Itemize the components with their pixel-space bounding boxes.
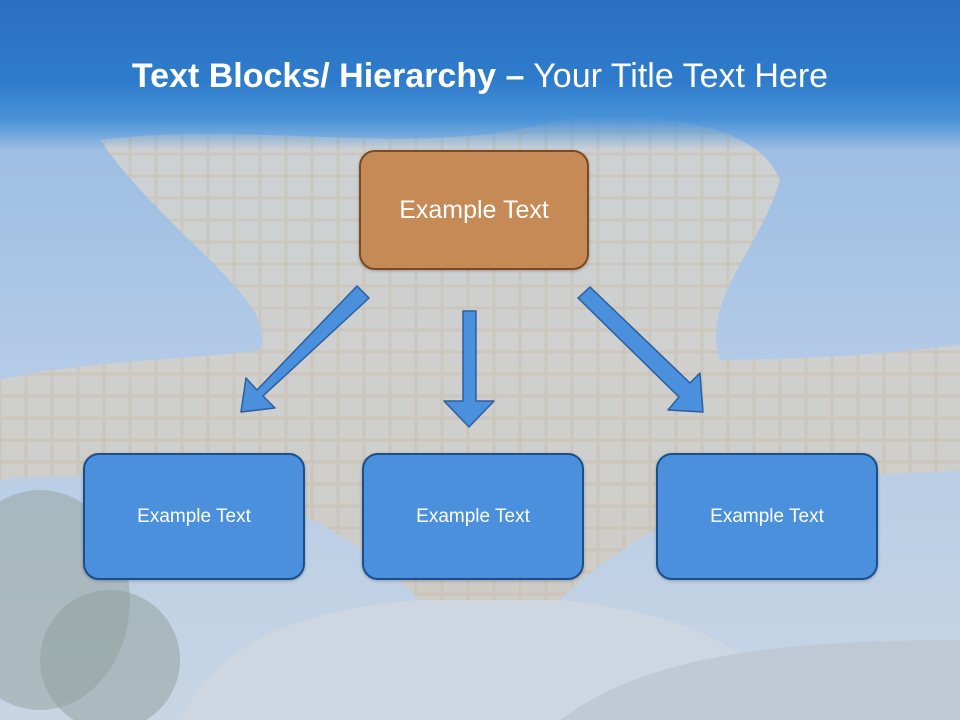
child-node[interactable]: Example Text [656,453,878,580]
title-separator: – [505,57,525,95]
child-node-label: Example Text [416,505,530,527]
child-node[interactable]: Example Text [362,453,584,580]
arrow-down-right-icon [577,286,704,413]
child-node-label: Example Text [137,505,251,527]
title-bar [0,0,960,150]
title-bold-text: Text Blocks/ Hierarchy [131,57,497,95]
arrow-down-left-icon [240,285,370,413]
child-node[interactable]: Example Text [83,453,305,580]
slide-title: Text Blocks/ Hierarchy – Your Title Text… [0,52,960,100]
title-rest-text: Your Title Text Here [533,57,829,95]
arrow-down-icon [443,310,495,428]
root-node-label: Example Text [399,195,549,224]
child-node-label: Example Text [710,505,824,527]
root-node[interactable]: Example Text [359,150,589,270]
